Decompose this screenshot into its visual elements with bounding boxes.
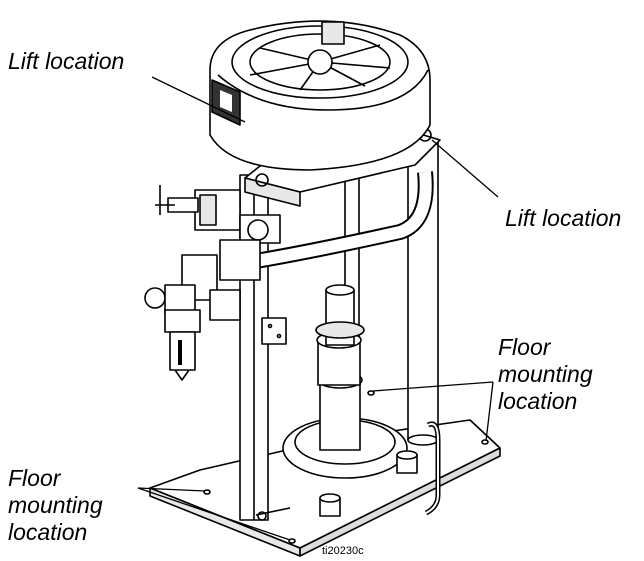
- leader-floor-left-a: [137, 487, 206, 492]
- air-controls: [144, 185, 281, 381]
- leader-lift-right: [431, 139, 499, 198]
- lift-location-label-top: Lift location: [8, 48, 125, 74]
- floor-left-line-2: mounting: [8, 492, 103, 518]
- floor-right-line-1: Floor: [498, 334, 551, 360]
- floor-left-line-3: location: [8, 519, 88, 545]
- figure-code: ti20230c: [322, 545, 364, 557]
- leader-floor-right-b: [485, 381, 494, 442]
- floor-mounting-label-left: Floor mounting location: [8, 465, 103, 546]
- floor-right-line-2: mounting: [498, 361, 593, 387]
- floor-left-line-1: Floor: [8, 465, 61, 491]
- leader-floor-left-b: [137, 487, 291, 541]
- floor-right-line-3: location: [498, 388, 578, 414]
- leader-floor-right-a: [372, 381, 494, 392]
- floor-mounting-label-right: Floor mounting location: [498, 334, 593, 415]
- leader-lift-top-left: [151, 76, 246, 123]
- lift-location-label-right: Lift location: [505, 205, 622, 231]
